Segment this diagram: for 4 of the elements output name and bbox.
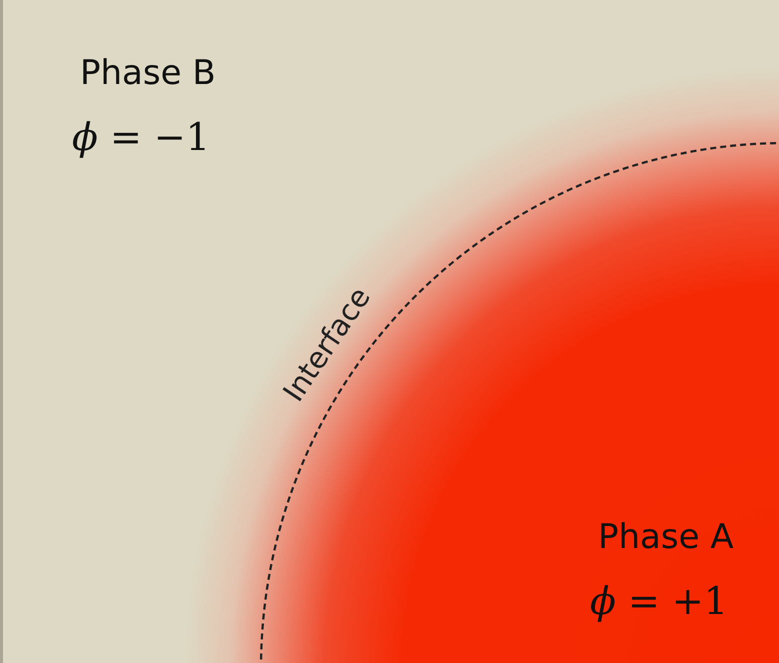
phase-label: Phase B	[80, 56, 216, 90]
phase-label: Phase A	[598, 520, 734, 554]
phase-equation: ϕ = +1	[590, 582, 728, 620]
phase-equation: ϕ = −1	[72, 118, 210, 156]
